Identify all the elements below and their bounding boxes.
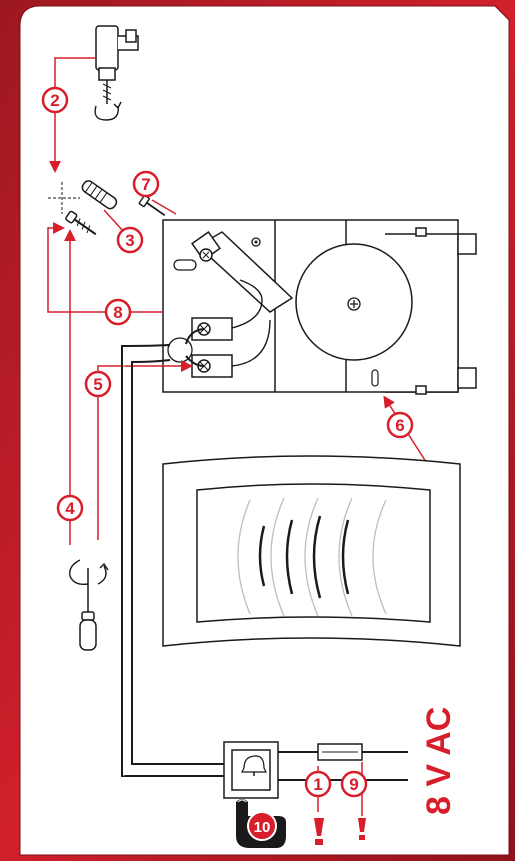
step-5-badge: 5 <box>84 370 112 398</box>
step-1-badge: 1 <box>304 770 332 798</box>
step-number: 3 <box>125 231 134 250</box>
warning-icon <box>358 818 366 840</box>
voltage-label: 8 V AC <box>420 707 458 815</box>
step-4-badge: 4 <box>56 494 84 522</box>
sound-arcs <box>258 515 350 599</box>
drill-icon <box>95 25 139 104</box>
wall-plug-icon <box>81 180 118 210</box>
gong <box>295 243 413 361</box>
sound-waves <box>237 497 387 617</box>
chime-cover <box>162 455 461 647</box>
step-8-badge: 8 <box>104 298 132 326</box>
step-number: 6 <box>395 416 404 435</box>
warning-icon <box>314 818 324 845</box>
solenoid <box>191 231 294 313</box>
rotate-icon <box>69 559 109 586</box>
crosshair-icon <box>48 182 80 214</box>
step-5-leader <box>97 360 193 540</box>
cable <box>121 344 224 777</box>
step-number: 2 <box>50 91 59 110</box>
step-number: 8 <box>113 303 122 322</box>
bell-push-button-icon <box>223 741 279 799</box>
step-number: 7 <box>141 175 150 194</box>
step-number: 1 <box>313 775 322 794</box>
screw-icon <box>65 210 97 236</box>
mount-slot <box>173 259 197 271</box>
fuse-icon <box>317 743 363 761</box>
step-number: 5 <box>93 375 102 394</box>
step-6-badge: 6 <box>386 411 414 439</box>
step-7-badge: 7 <box>132 170 160 198</box>
step-number: 4 <box>65 499 75 518</box>
step-7-leader <box>151 199 177 215</box>
slot <box>371 369 379 387</box>
step-2-badge: 2 <box>41 86 69 114</box>
step-2-leader <box>49 57 96 173</box>
step-number: 9 <box>349 775 358 794</box>
internal-wires <box>231 279 271 367</box>
rotate-icon <box>94 101 122 121</box>
step-10-badge: 10 <box>247 811 277 841</box>
white-panel <box>19 5 510 856</box>
step-9-badge: 9 <box>340 770 368 798</box>
step-3-leader <box>103 209 125 233</box>
screwdriver-icon <box>79 568 97 651</box>
step-number: 10 <box>254 819 271 836</box>
step-3-badge: 3 <box>116 226 144 254</box>
